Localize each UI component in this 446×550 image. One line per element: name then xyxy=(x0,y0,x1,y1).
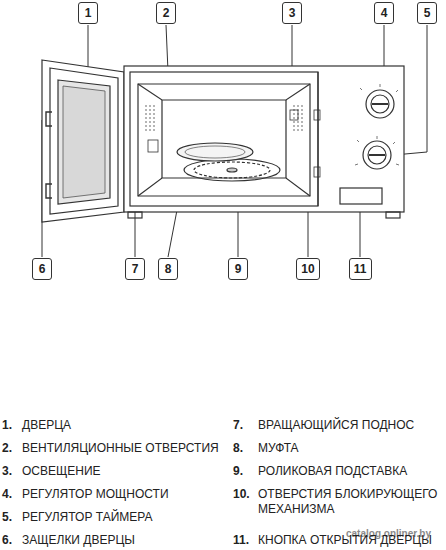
part-name: ОТВЕРСТИЯ БЛОКИРУЮЩЕГО МЕХАНИЗМА xyxy=(258,487,440,517)
callout-box: 4 xyxy=(374,2,394,24)
callout-number: 11 xyxy=(354,263,367,275)
item-number: 1. xyxy=(2,418,12,433)
item-number: 3. xyxy=(2,464,12,479)
callout-box: 5 xyxy=(417,2,437,24)
callout-number: 8 xyxy=(165,263,172,275)
callout-box: 3 xyxy=(282,2,302,24)
part-name: РЕГУЛЯТОР ТАЙМЕРА xyxy=(22,510,153,525)
item-number: 7. xyxy=(233,418,243,433)
callout-box: 9 xyxy=(228,258,248,280)
item-number: 4. xyxy=(2,487,12,502)
turntable xyxy=(177,143,280,181)
callout-number: 6 xyxy=(39,263,46,275)
callout-number: 7 xyxy=(132,263,139,275)
leader-lines xyxy=(42,25,427,257)
callout-number: 3 xyxy=(289,7,296,19)
controls xyxy=(340,84,399,204)
callout-box: 11 xyxy=(349,258,372,280)
callout-box: 1 xyxy=(78,2,98,24)
part-name: РЕГУЛЯТОР МОЩНОСТИ xyxy=(22,487,169,502)
body xyxy=(124,66,404,218)
item-number: 8. xyxy=(233,441,243,456)
part-name: ЗАЩЕЛКИ ДВЕРЦЫ xyxy=(22,533,135,548)
part-name: МУФТА xyxy=(258,441,299,456)
callout-number: 10 xyxy=(301,263,314,275)
callout-box: 6 xyxy=(32,258,52,280)
item-number: 6. xyxy=(2,533,12,548)
callout-number: 4 xyxy=(381,7,388,19)
callout-box: 2 xyxy=(156,2,176,24)
part-name: КНОПКА ОТКРЫТИЯ ДВЕРЦЫ xyxy=(258,533,432,548)
callout-box: 7 xyxy=(125,258,145,280)
item-number: 11. xyxy=(233,533,249,548)
callout-number: 9 xyxy=(235,263,242,275)
callout-number: 1 xyxy=(85,7,92,19)
part-name: РОЛИКОВАЯ ПОДСТАВКА xyxy=(258,464,407,479)
door xyxy=(42,60,124,222)
part-name: ВЕНТИЛЯЦИОННЫЕ ОТВЕРСТИЯ xyxy=(22,441,219,456)
callout-number: 5 xyxy=(424,7,431,19)
item-number: 10. xyxy=(233,487,250,502)
callout-box: 10 xyxy=(296,258,320,280)
part-name: ДВЕРЦА xyxy=(22,418,71,433)
callout-number: 2 xyxy=(163,7,170,19)
callout-box: 8 xyxy=(158,258,178,280)
part-name: ОСВЕЩЕНИЕ xyxy=(22,464,101,479)
part-name: ВРАЩАЮЩИЙСЯ ПОДНОС xyxy=(258,418,414,433)
item-number: 2. xyxy=(2,441,12,456)
item-number: 9. xyxy=(233,464,243,479)
item-number: 5. xyxy=(2,510,12,525)
